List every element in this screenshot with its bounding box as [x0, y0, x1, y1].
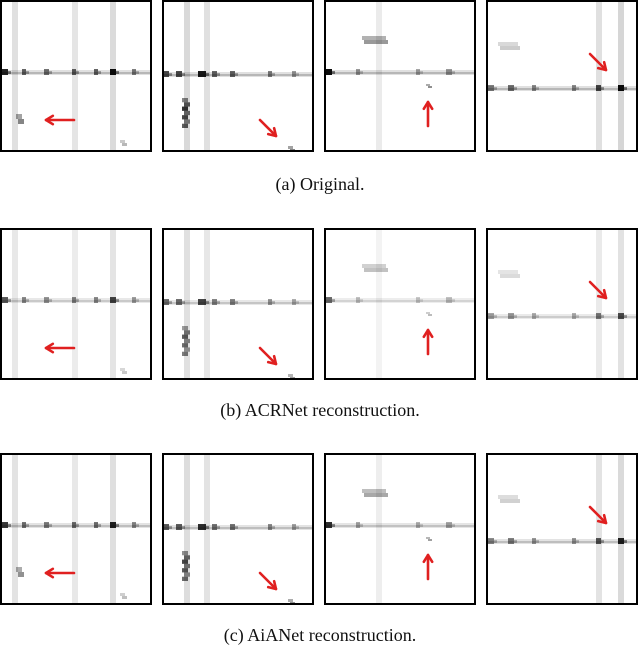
red-arrow-icon — [588, 280, 608, 300]
heatmap-panel-acrnet-3 — [324, 228, 476, 380]
red-arrow-icon — [588, 52, 608, 72]
red-arrow-icon — [44, 342, 76, 354]
heatmap-panel-original-1 — [0, 0, 152, 152]
heatmap-panel-aianet-1 — [0, 453, 152, 605]
heatmap-panel-aianet-2 — [162, 453, 314, 605]
red-arrow-icon — [422, 553, 434, 581]
red-arrow-icon — [422, 328, 434, 356]
heatmap-panel-original-3 — [324, 0, 476, 152]
red-arrow-icon — [258, 571, 278, 591]
red-arrow-icon — [588, 505, 608, 525]
caption-acrnet: (b) ACRNet reconstruction. — [220, 400, 420, 420]
red-arrow-icon — [44, 567, 76, 579]
heatmap-panel-acrnet-1 — [0, 228, 152, 380]
caption-aianet: (c) AiANet reconstruction. — [223, 625, 417, 645]
red-arrow-icon — [258, 118, 278, 138]
caption-original: (a) Original. — [275, 174, 365, 194]
heatmap-panel-aianet-4 — [486, 453, 638, 605]
red-arrow-icon — [258, 346, 278, 366]
heatmap-panel-aianet-3 — [324, 453, 476, 605]
heatmap-panel-original-4 — [486, 0, 638, 152]
heatmap-panel-acrnet-4 — [486, 228, 638, 380]
red-arrow-icon — [44, 114, 76, 126]
heatmap-panel-original-2 — [162, 0, 314, 152]
red-arrow-icon — [422, 100, 434, 128]
heatmap-panel-acrnet-2 — [162, 228, 314, 380]
